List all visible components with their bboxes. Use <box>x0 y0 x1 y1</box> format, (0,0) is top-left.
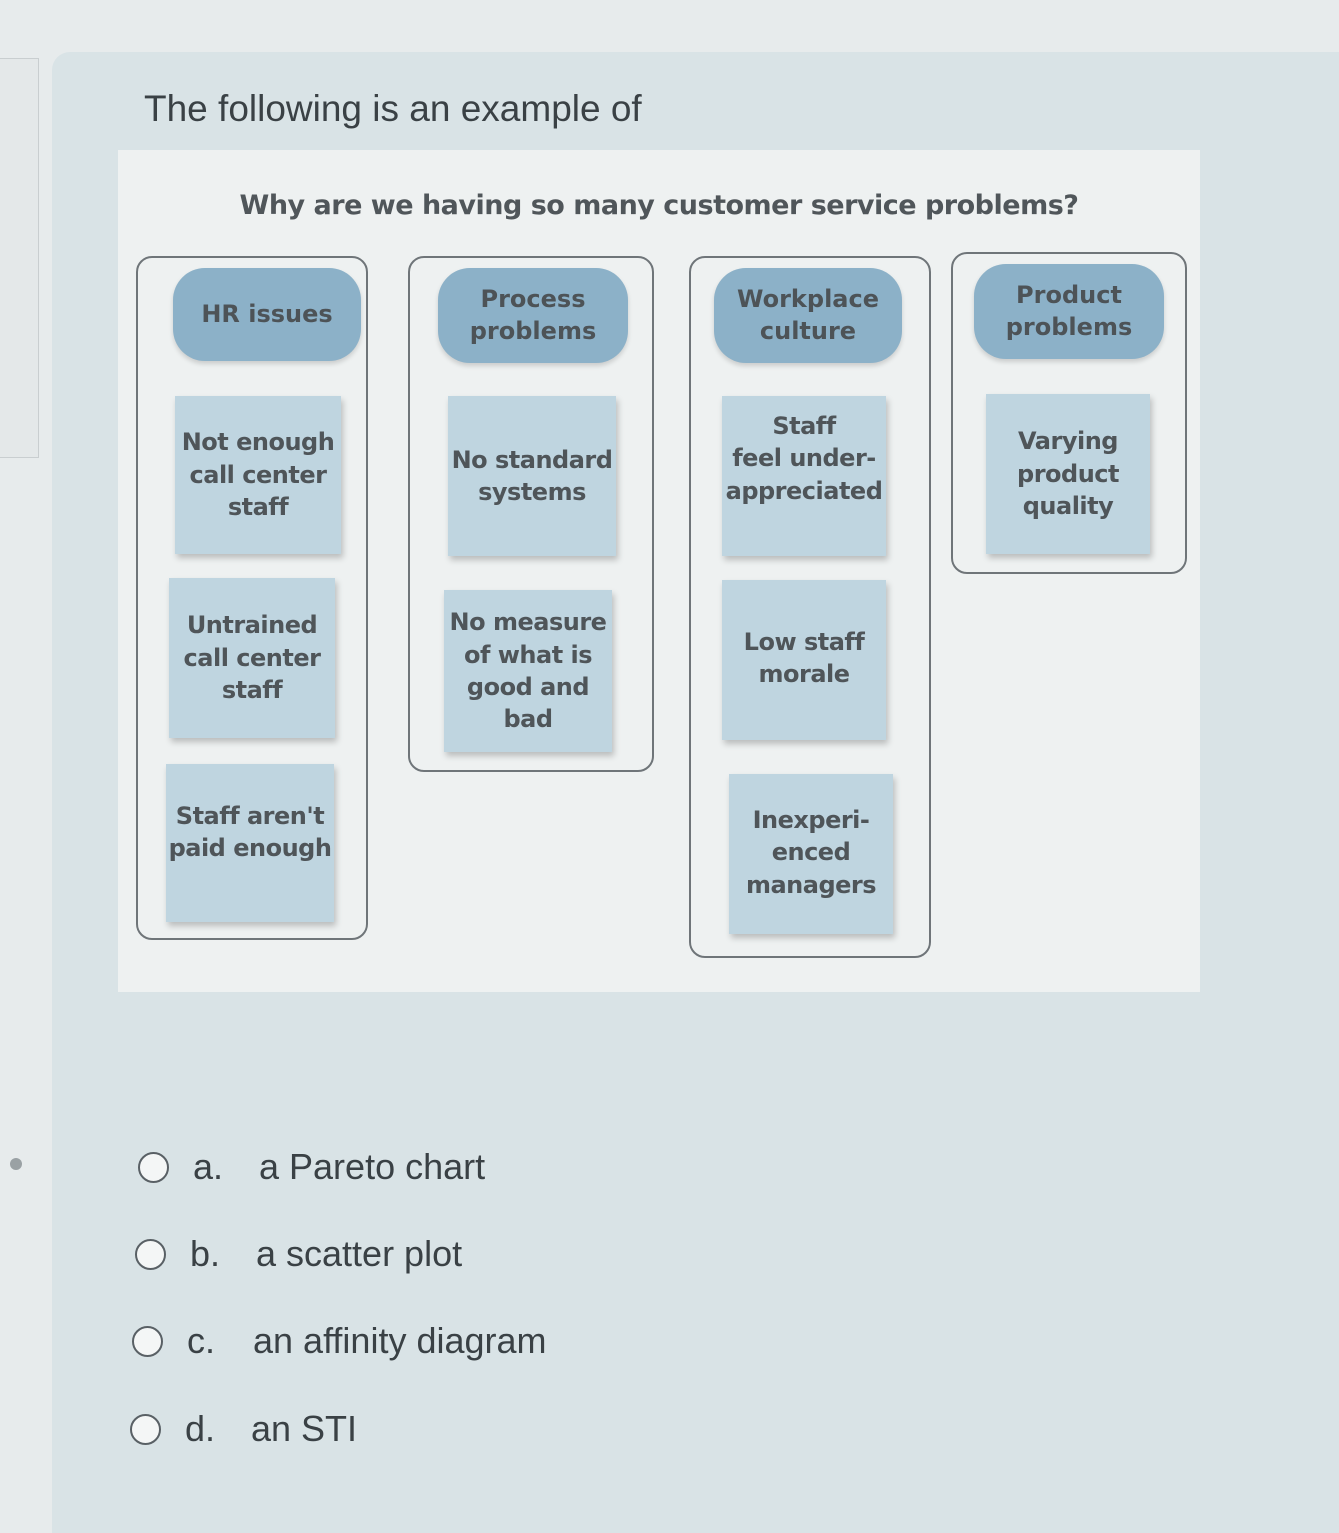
group-header-label: Process problems <box>469 285 597 345</box>
note-untrained-staff: Untrained call center staff <box>169 578 335 738</box>
group-workplace-culture <box>689 256 931 958</box>
note-label: Varying product quality <box>1017 427 1119 521</box>
group-product-problems <box>951 252 1187 574</box>
radio-button-icon[interactable] <box>130 1413 161 1445</box>
note-label: No measure of what is good and bad <box>449 608 607 734</box>
note-label: Inexperi- enced managers <box>745 806 877 899</box>
group-header-label: HR issues <box>201 299 333 328</box>
option-b[interactable]: b. a scatter plot <box>135 1233 462 1275</box>
note-label: Staff aren't paid enough <box>168 802 332 863</box>
radio-button-icon[interactable] <box>135 1238 166 1270</box>
radio-button-icon[interactable] <box>132 1325 163 1357</box>
option-a[interactable]: a. a Pareto chart <box>138 1146 485 1188</box>
option-c[interactable]: c. an affinity diagram <box>132 1320 547 1362</box>
bullet-dot-icon <box>10 1158 22 1170</box>
note-staff-paid: Staff aren't paid enough <box>166 764 334 922</box>
note-label: Staff feel under- appreciated <box>725 412 883 505</box>
option-d[interactable]: d. an STI <box>130 1408 357 1450</box>
group-header-label: Workplace culture <box>736 285 879 345</box>
note-staff-underappreciated: Staff feel under- appreciated <box>722 396 886 556</box>
note-label: Not enough call center staff <box>181 428 335 522</box>
option-letter: a. <box>193 1146 224 1187</box>
option-text: a scatter plot <box>256 1233 463 1274</box>
option-text: a Pareto chart <box>259 1146 486 1187</box>
option-letter: b. <box>190 1233 221 1274</box>
option-text: an affinity diagram <box>253 1320 547 1361</box>
note-label: Low staff morale <box>743 628 865 689</box>
group-header-workplace-culture: Workplace culture <box>714 268 902 363</box>
affinity-diagram-image: Why are we having so many customer servi… <box>118 150 1200 992</box>
diagram-title: Why are we having so many customer servi… <box>239 190 1079 221</box>
note-inexperienced-managers: Inexperi- enced managers <box>729 774 893 934</box>
note-low-staff-morale: Low staff morale <box>722 580 886 740</box>
group-header-process-problems: Process problems <box>438 268 628 363</box>
option-letter: c. <box>187 1320 216 1361</box>
group-header-product-problems: Product problems <box>974 264 1164 359</box>
question-text: The following is an example of <box>144 88 642 129</box>
note-label: Untrained call center staff <box>183 611 321 705</box>
group-hr-issues <box>136 256 368 940</box>
note-no-measure: No measure of what is good and bad <box>444 590 612 752</box>
group-header-label: Product problems <box>1005 281 1133 341</box>
note-varying-quality: Varying product quality <box>986 394 1150 554</box>
note-label: No standard systems <box>451 445 613 506</box>
note-not-enough-staff: Not enough call center staff <box>175 396 341 554</box>
group-process-problems <box>408 256 654 772</box>
radio-button-icon[interactable] <box>138 1151 169 1183</box>
sidebar-edge <box>0 58 39 458</box>
option-letter: d. <box>185 1408 216 1449</box>
group-header-hr-issues: HR issues <box>173 268 361 361</box>
note-no-standard-systems: No standard systems <box>448 396 616 556</box>
option-text: an STI <box>251 1408 358 1449</box>
